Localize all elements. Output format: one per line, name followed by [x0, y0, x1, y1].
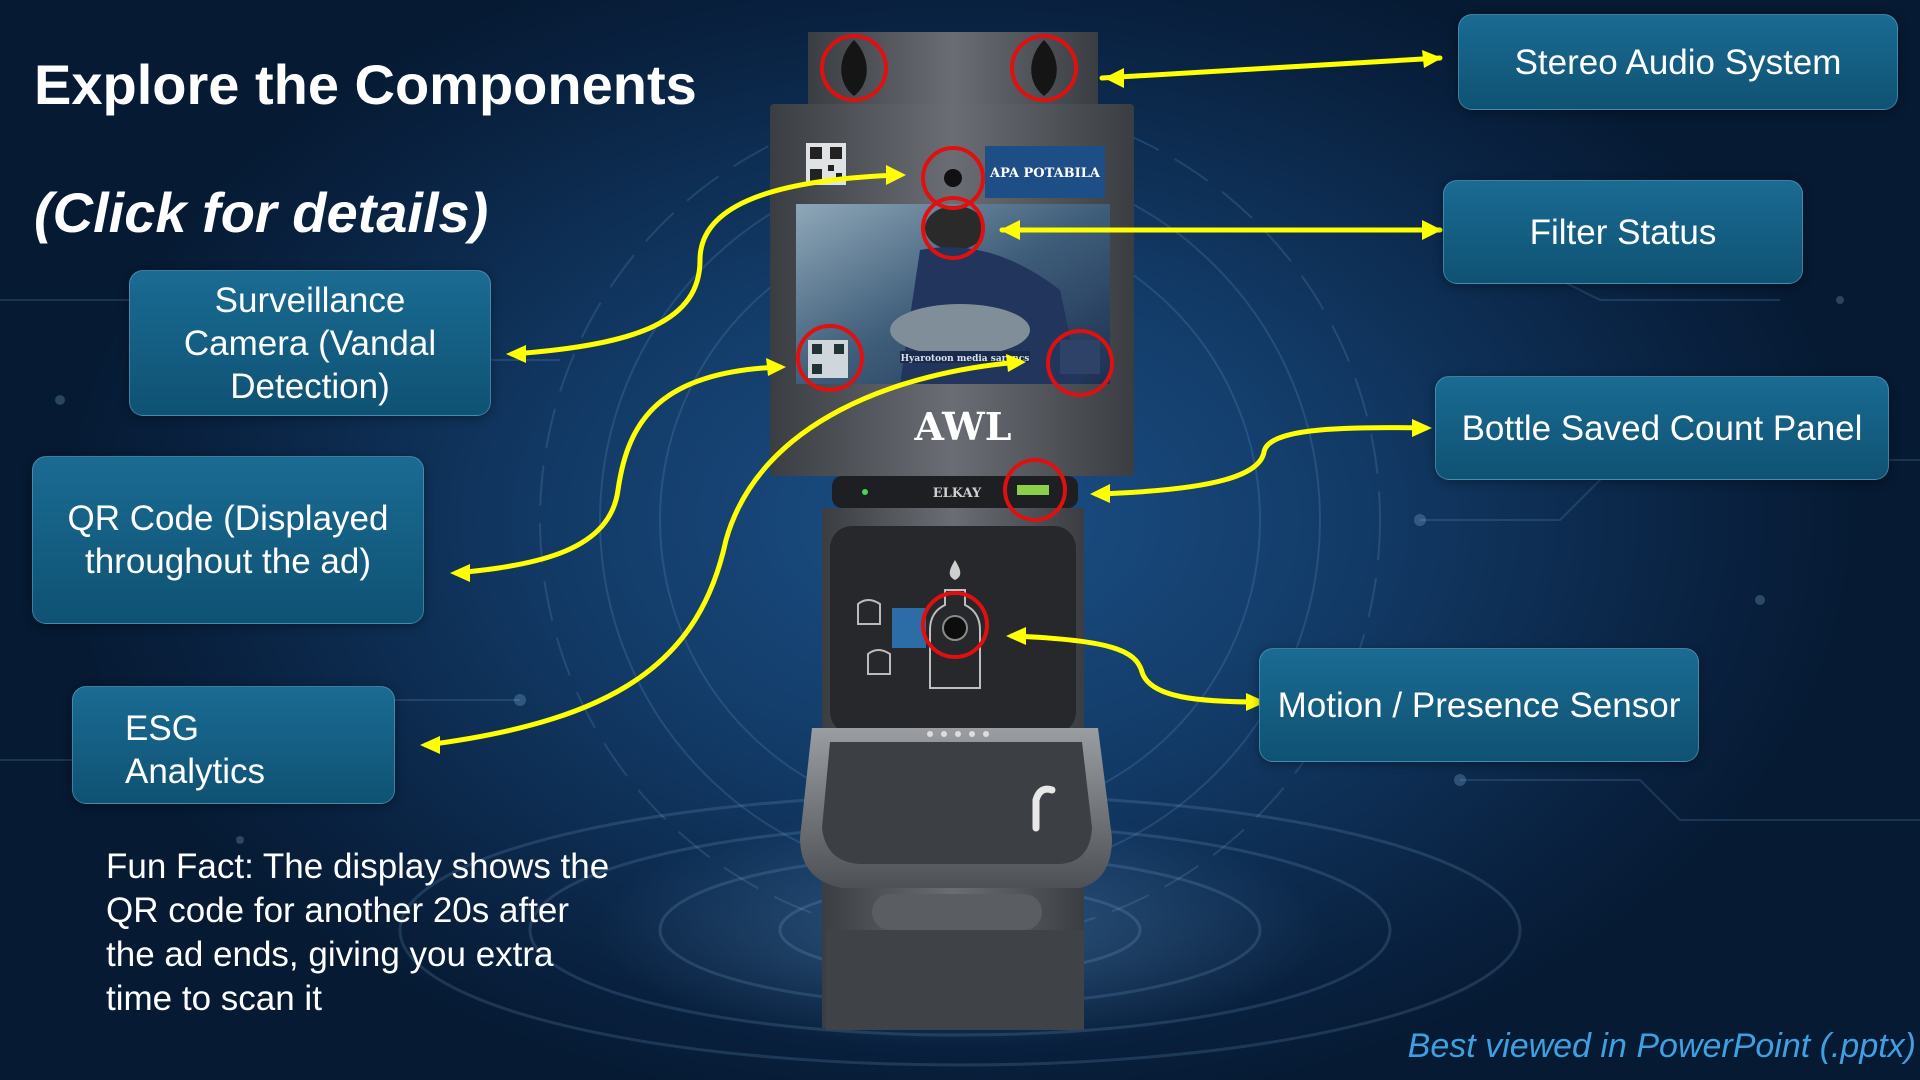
screen-caption: Hyarotoon media sarancs: [901, 354, 1030, 364]
fun-fact-line: time to scan it: [106, 979, 322, 1018]
sign-text: APA POTABILA: [989, 166, 1101, 181]
filter-status-label: Filter Status: [1529, 212, 1717, 252]
arrow-qr: [453, 364, 783, 576]
panel-brand: ELKAY: [933, 486, 982, 501]
surveillance-camera-button[interactable]: Surveillance Camera (Vandal Detection): [129, 270, 491, 416]
fun-fact-line: Fun Fact: The display shows the: [106, 847, 610, 886]
qr-code-label: QR Code (Displayed throughout the ad): [68, 497, 389, 583]
power-led: [862, 489, 868, 495]
speaker-icon: [841, 40, 1057, 96]
page-title: Explore the Components: [34, 53, 697, 116]
bottle-saved-count-label: Bottle Saved Count Panel: [1461, 408, 1863, 448]
qr-code-highlight: [796, 324, 864, 392]
screen-qr-code-icon: [808, 340, 848, 378]
bottle-saved-count-button[interactable]: Bottle Saved Count Panel: [1435, 376, 1889, 480]
callout-arrows: [423, 55, 1443, 748]
label-line: Surveillance: [214, 280, 406, 320]
speaker-left-highlight: [820, 34, 888, 102]
esg-analytics-label: ESG Analytics: [125, 707, 265, 793]
screen-caption-bar: [900, 351, 1030, 363]
surveillance-camera-label: Surveillance Camera (Vandal Detection): [184, 279, 436, 408]
bottle-outline-icon: [929, 589, 981, 689]
camera-lens-icon: [944, 169, 962, 187]
page-subtitle: (Click for details): [34, 181, 489, 244]
bubbler-spout-icon: [1032, 785, 1056, 832]
stereo-audio-button[interactable]: Stereo Audio System: [1458, 14, 1898, 110]
filter-status-button[interactable]: Filter Status: [1443, 180, 1803, 284]
label-line: Detection): [230, 366, 390, 406]
instruction-label: [892, 608, 926, 648]
bottle-count-display: [1017, 485, 1049, 495]
label-line: Camera (Vandal: [183, 323, 437, 363]
drain-grate-icon: [927, 731, 989, 737]
arrow-motion: [1009, 633, 1263, 705]
screen-person-figure: [890, 206, 1080, 384]
filter-status-indicator: [1060, 340, 1100, 374]
screen-camera-highlight: [921, 196, 985, 260]
hand-gesture-icon: [857, 599, 891, 675]
esg-analytics-button[interactable]: ESG Analytics: [72, 686, 395, 804]
control-panel-strip: [832, 476, 1078, 508]
label-line: Analytics: [125, 752, 266, 791]
label-line: throughout the ad): [84, 542, 372, 581]
motion-sensor-button[interactable]: Motion / Presence Sensor: [1259, 648, 1699, 762]
fun-fact-line: QR code for another 20s after: [106, 891, 570, 930]
stereo-audio-label: Stereo Audio System: [1514, 42, 1842, 82]
speaker-right-highlight: [1010, 34, 1078, 102]
water-drop-icon: [949, 560, 961, 580]
pedestal-base: [826, 930, 1084, 1030]
arrow-stereo: [1099, 55, 1443, 81]
motion-sensor-label: Motion / Presence Sensor: [1277, 685, 1681, 725]
arrow-esg: [423, 359, 1023, 748]
qr-code-button[interactable]: QR Code (Displayed throughout the ad): [32, 456, 424, 624]
footer-note: Best viewed in PowerPoint (.pptx): [1407, 1027, 1916, 1065]
fun-fact-text: Fun Fact: The display shows the QR code …: [106, 845, 666, 1021]
bottle-count-highlight: [1003, 458, 1067, 522]
motion-sensor-icon: [942, 615, 968, 641]
arrowheads: [420, 50, 1442, 754]
motion-sensor-highlight: [921, 591, 989, 659]
camera-highlight: [921, 146, 985, 210]
push-bar: [872, 894, 1042, 930]
label-line: QR Code (Displayed: [67, 499, 389, 538]
potable-water-sign: APA POTABILA: [985, 146, 1105, 198]
brand-logo: AWL: [914, 404, 1012, 449]
filter-panel-highlight: [1046, 329, 1114, 397]
highlight-circles: [796, 34, 1114, 659]
label-line: ESG: [125, 709, 199, 748]
arrow-surveillance: [509, 172, 903, 357]
basin-bowl: [822, 742, 1092, 864]
arrow-bottle: [1093, 425, 1429, 497]
fun-fact-line: the ad ends, giving you extra: [106, 935, 554, 974]
